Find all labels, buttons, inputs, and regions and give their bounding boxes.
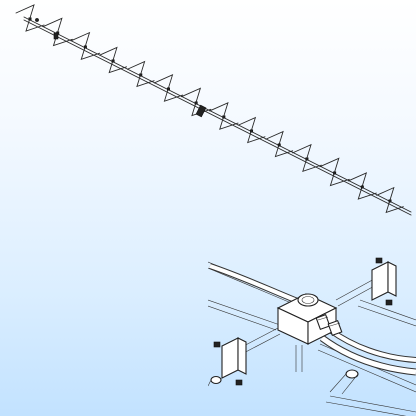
boom-tube-far-2 (357, 305, 416, 327)
element-pair (126, 60, 155, 88)
element-pair (209, 101, 239, 130)
element-pair (70, 31, 101, 61)
element-clamp (388, 199, 392, 203)
boom-underside (23, 19, 412, 216)
element-clamp (360, 185, 364, 189)
element-clamp (166, 87, 170, 91)
element-clamp (277, 143, 281, 147)
element-clamp (194, 101, 198, 105)
element-pairs (15, 4, 404, 214)
antenna-overview (15, 4, 412, 216)
coax-connectors (315, 313, 343, 337)
element-pair (237, 116, 266, 144)
element-clamp (83, 45, 87, 49)
element-pair (319, 157, 350, 187)
boom (23, 16, 412, 213)
element-insulators (213, 257, 397, 386)
element-clamp (111, 59, 115, 63)
element-clamp (305, 157, 309, 161)
lower-boom (329, 395, 416, 413)
element-pair (153, 74, 184, 102)
element-pair (376, 186, 404, 214)
feed-point-box (195, 104, 207, 118)
element-clamp (28, 17, 32, 21)
boom-tube-upper-2 (208, 267, 297, 306)
element-pair (99, 46, 128, 74)
element-clamp (333, 171, 337, 175)
boom-tube-far (359, 299, 416, 321)
rear-bracket (53, 32, 59, 40)
boom-tube-lower (208, 299, 281, 326)
boom-tube-lower-2 (208, 305, 277, 331)
element-pair (347, 172, 377, 200)
boom-end-cap (35, 18, 39, 22)
mounting-bolts (208, 369, 359, 395)
detail-inset (208, 257, 416, 416)
element-pair (15, 4, 45, 32)
element-clamp (139, 73, 143, 77)
element-pair (265, 130, 294, 158)
feed-cap-nut (297, 293, 319, 307)
element-clamp (250, 129, 254, 133)
element-clamp (222, 115, 226, 119)
boom-tube-right-2 (317, 349, 416, 393)
element-pair (292, 143, 322, 172)
